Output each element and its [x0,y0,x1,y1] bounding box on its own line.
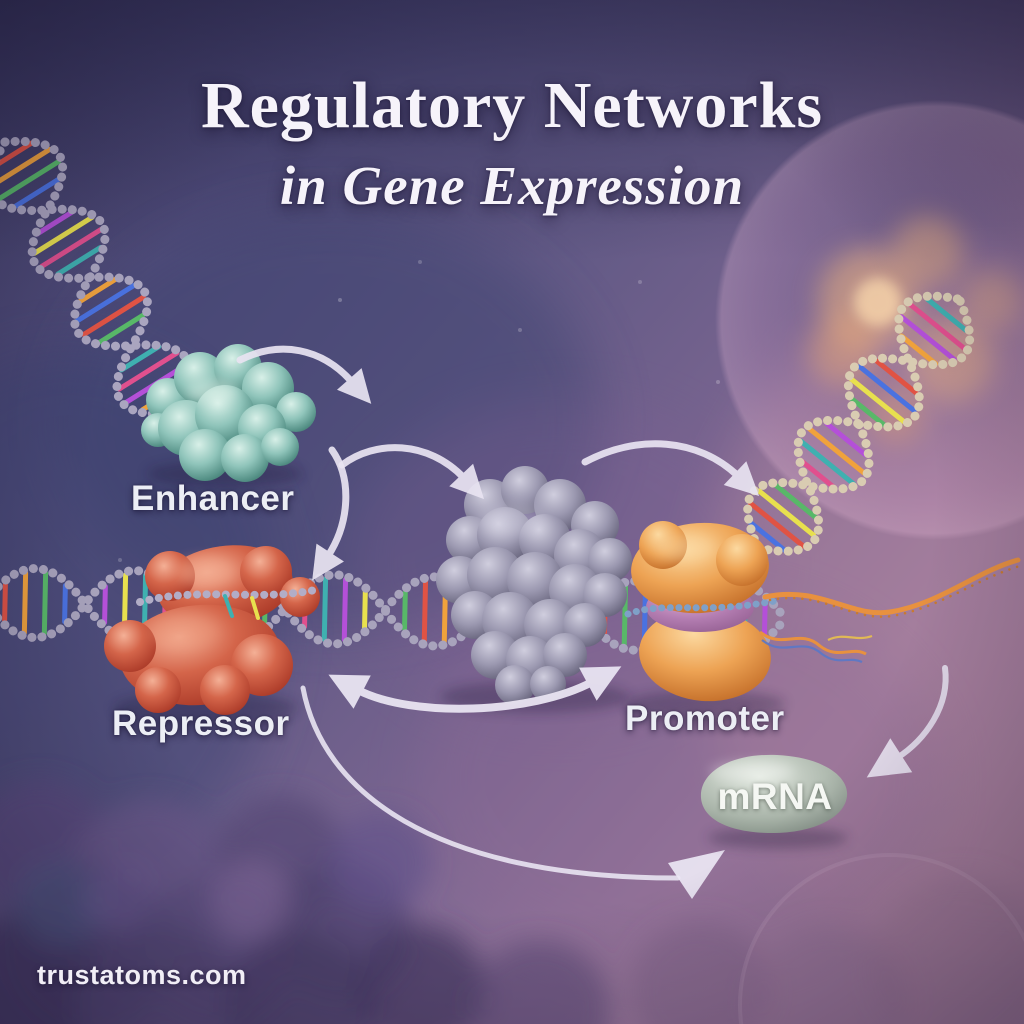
vignette [0,0,1024,1024]
infographic-gene-expression: Regulatory Networks in Gene Expression E… [0,0,1024,1024]
illustration-canvas [0,0,1024,1024]
